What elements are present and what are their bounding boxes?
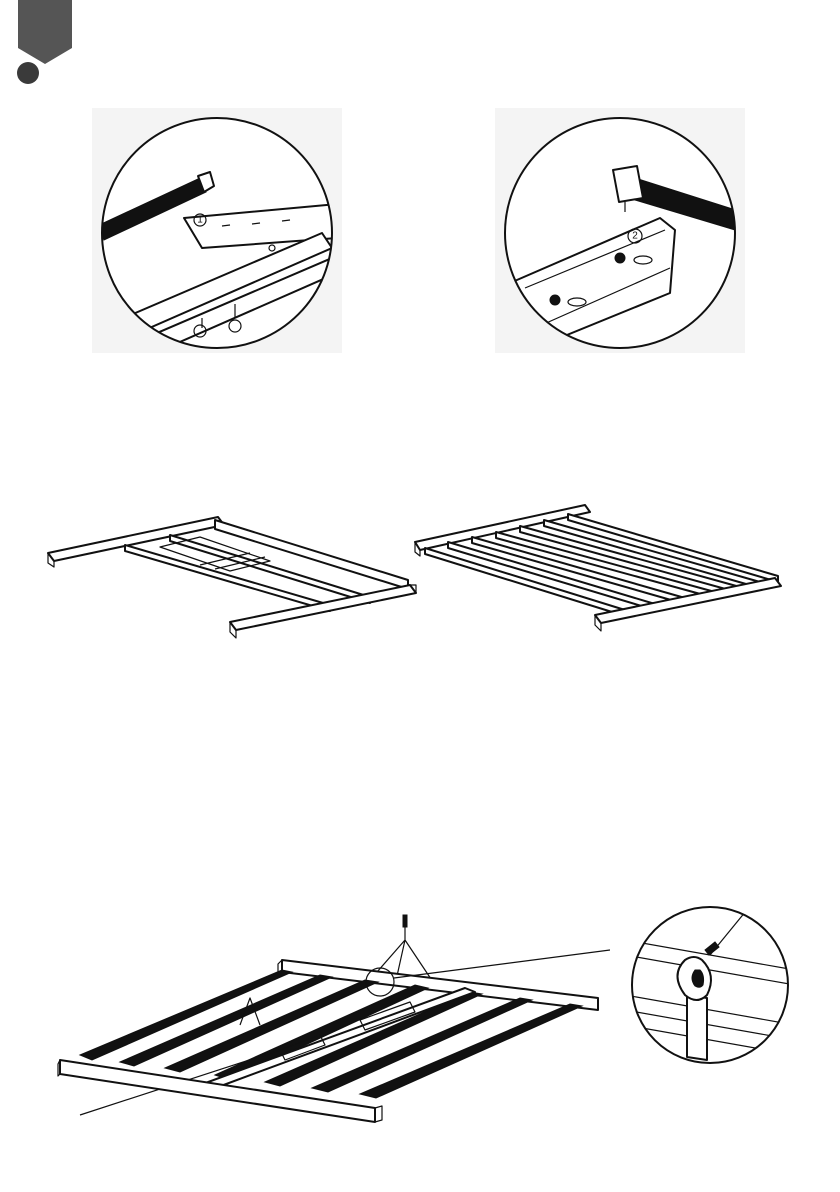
callout-number-1: 1 — [197, 215, 203, 226]
frame-complete-assembly — [410, 500, 790, 640]
detail-circle-bracket-align: 1 — [92, 108, 342, 353]
frame-partial-assembly — [40, 505, 420, 645]
page-corner-marker — [0, 0, 90, 90]
bullet-dot-icon — [17, 62, 39, 84]
callout-number-2: 2 — [632, 231, 638, 242]
hanging-fixture — [50, 910, 610, 1130]
detail-circle-screw-fasten: 2 — [495, 108, 745, 353]
detail-circle-hook — [625, 900, 795, 1070]
